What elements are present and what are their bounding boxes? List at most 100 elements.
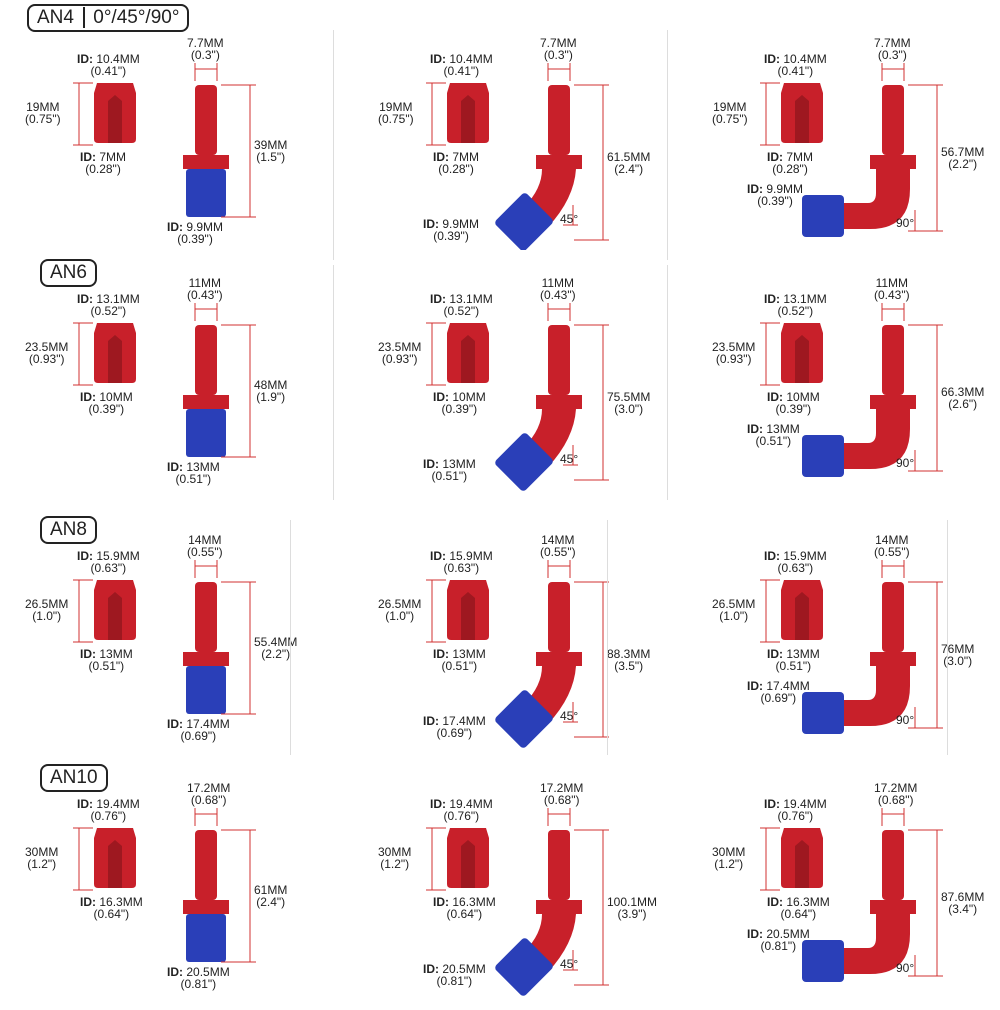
dim-value: (2.2") <box>948 157 978 171</box>
socket-bottom-id-label: ID: 10MM(0.39") <box>767 391 820 415</box>
dim-value: (0.51") <box>88 659 125 673</box>
dim-value: (0.52") <box>443 304 480 318</box>
socket-height-label: 23.5MM(0.93") <box>378 341 421 365</box>
dim-value: 55.4MM <box>254 635 298 649</box>
id-prefix: ID: <box>80 895 96 909</box>
dim-value: (0.51") <box>755 434 792 448</box>
socket-height-dimension <box>426 322 446 386</box>
dim-value: (0.76") <box>443 809 480 823</box>
dim-value: 7MM <box>452 150 480 164</box>
dim-value: (0.41") <box>443 64 480 78</box>
dim-value: 87.6MM <box>941 890 985 904</box>
fitting-drawing <box>760 808 943 982</box>
size-label: AN8 <box>50 519 87 540</box>
hose-id-label: ID: 13MM(0.51") <box>423 458 476 482</box>
dim-value: 16.3MM <box>452 895 496 909</box>
dim-value: 17.2MM <box>874 781 918 795</box>
socket-top-id-label: ID: 10.4MM(0.41") <box>430 53 493 77</box>
dim-value: (1.0") <box>719 609 749 623</box>
dim-value: (0.69") <box>180 729 217 743</box>
socket-height-dimension <box>760 82 780 146</box>
length-dimension <box>574 581 609 738</box>
id-prefix: ID: <box>747 422 763 436</box>
dim-value: 7MM <box>786 150 814 164</box>
hose-socket <box>94 83 136 143</box>
fitting-drawing <box>760 560 943 734</box>
hose-id-label: ID: 20.5MM(0.81") <box>423 963 486 987</box>
socket-height-dimension <box>426 827 446 891</box>
dim-value: 20.5MM <box>442 962 486 976</box>
fitting-panel-an10-0: ID: 19.4MM(0.76")30MM(1.2")ID: 16.3MM(0.… <box>0 760 333 1010</box>
dim-value: 23.5MM <box>712 340 756 354</box>
dim-value: 10MM <box>786 390 820 404</box>
dim-value: 17.2MM <box>540 781 584 795</box>
fitting-panel-an10-45: ID: 19.4MM(0.76")30MM(1.2")ID: 16.3MM(0.… <box>333 760 666 1010</box>
dim-value: (1.5") <box>256 150 286 164</box>
length-label: 55.4MM(2.2") <box>254 636 297 660</box>
fitting-panel-an6-45: ID: 13.1MM(0.52") 23.5MM(0.93") ID: 10MM (0… <box>333 255 666 505</box>
socket-height-dimension <box>760 579 780 643</box>
dim-value: 76MM <box>941 642 975 656</box>
socket-height-dimension <box>73 82 93 146</box>
length-dimension <box>908 84 943 232</box>
bend-angle-label: 45° <box>560 958 578 970</box>
id-prefix: ID: <box>423 457 439 471</box>
socket-top-id-label: ID: 13.1MM(0.52") <box>430 293 493 317</box>
panel-divider <box>607 520 608 755</box>
dim-value: 19.4MM <box>449 797 493 811</box>
panel-divider <box>333 265 334 500</box>
dim-value: (0.3") <box>543 48 573 62</box>
dim-value: (2.2") <box>261 647 291 661</box>
dim-value: 13MM <box>442 457 476 471</box>
dim-value: 20.5MM <box>186 965 230 979</box>
length-label: 56.7MM(2.2") <box>941 146 984 170</box>
socket-bottom-id-label: ID: 7MM(0.28") <box>767 151 813 175</box>
socket-height-dimension <box>426 82 446 146</box>
bend-angle-label: 45° <box>560 710 578 722</box>
dim-value: (3.0") <box>614 401 644 416</box>
bend-angle-label: 90° <box>896 217 914 229</box>
dim-value: 10MM <box>452 390 486 404</box>
dim-value: 7MM <box>99 150 127 164</box>
dim-value: 10.4MM <box>783 52 827 66</box>
tip-width-dimension <box>881 808 905 826</box>
length-label: 48MM(1.9") <box>254 379 287 403</box>
hose-socket <box>781 323 823 383</box>
dim-value: (0.39") <box>88 402 125 416</box>
dim-value: 17.2MM <box>187 781 231 795</box>
length-label: 39MM(1.5") <box>254 139 287 163</box>
fitting-panel-an4-45: ID: 10.4MM(0.41")19MM(0.75")ID: 7MM(0.28… <box>333 0 666 250</box>
size-label: AN10 <box>50 767 98 788</box>
socket-top-id-label: ID: 15.9MM(0.63") <box>430 550 493 574</box>
dim-value: (0.55") <box>874 545 910 559</box>
tip-width-label: 7.7MM(0.3") <box>874 37 911 61</box>
dim-value: 13MM <box>766 422 800 436</box>
dim-value: (0.93") <box>381 352 418 366</box>
dim-value: 9.9MM <box>766 182 804 196</box>
socket-bottom-id-label: ID: 10MM(0.39") <box>80 391 133 415</box>
tip-width-label: 7.7MM(0.3") <box>187 37 224 61</box>
dim-value: (0.51") <box>431 469 468 483</box>
bend-angle-label: 45° <box>560 453 578 465</box>
dim-value: 61MM <box>254 883 288 897</box>
id-prefix: ID: <box>77 292 93 306</box>
tip-width-dimension <box>881 560 905 578</box>
id-prefix: ID: <box>430 52 446 66</box>
dim-value: 16.3MM <box>99 895 143 909</box>
dim-value: (0.43") <box>874 288 910 302</box>
dim-value: 90° <box>896 216 915 230</box>
fitting-panel-an4-0: ID: 10.4MM(0.41")19MM(0.75")ID: 7MM(0.28… <box>0 0 333 250</box>
dim-value: (0.64") <box>93 907 130 921</box>
dim-value: 88.3MM <box>607 646 651 661</box>
dim-value: 11MM <box>875 276 909 290</box>
dim-value: (0.63") <box>777 561 814 575</box>
length-label: 88.3MM(3.5") <box>607 648 650 672</box>
dim-value: (1.2") <box>380 857 410 871</box>
dim-value: 90° <box>896 456 915 470</box>
dim-value: (0.69") <box>436 726 473 740</box>
dim-value: 11MM <box>541 276 575 290</box>
fitting-drawing <box>73 63 256 218</box>
dim-value: 45° <box>560 957 579 971</box>
dim-value: 10MM <box>99 390 133 404</box>
tip-width-dimension <box>547 303 571 321</box>
